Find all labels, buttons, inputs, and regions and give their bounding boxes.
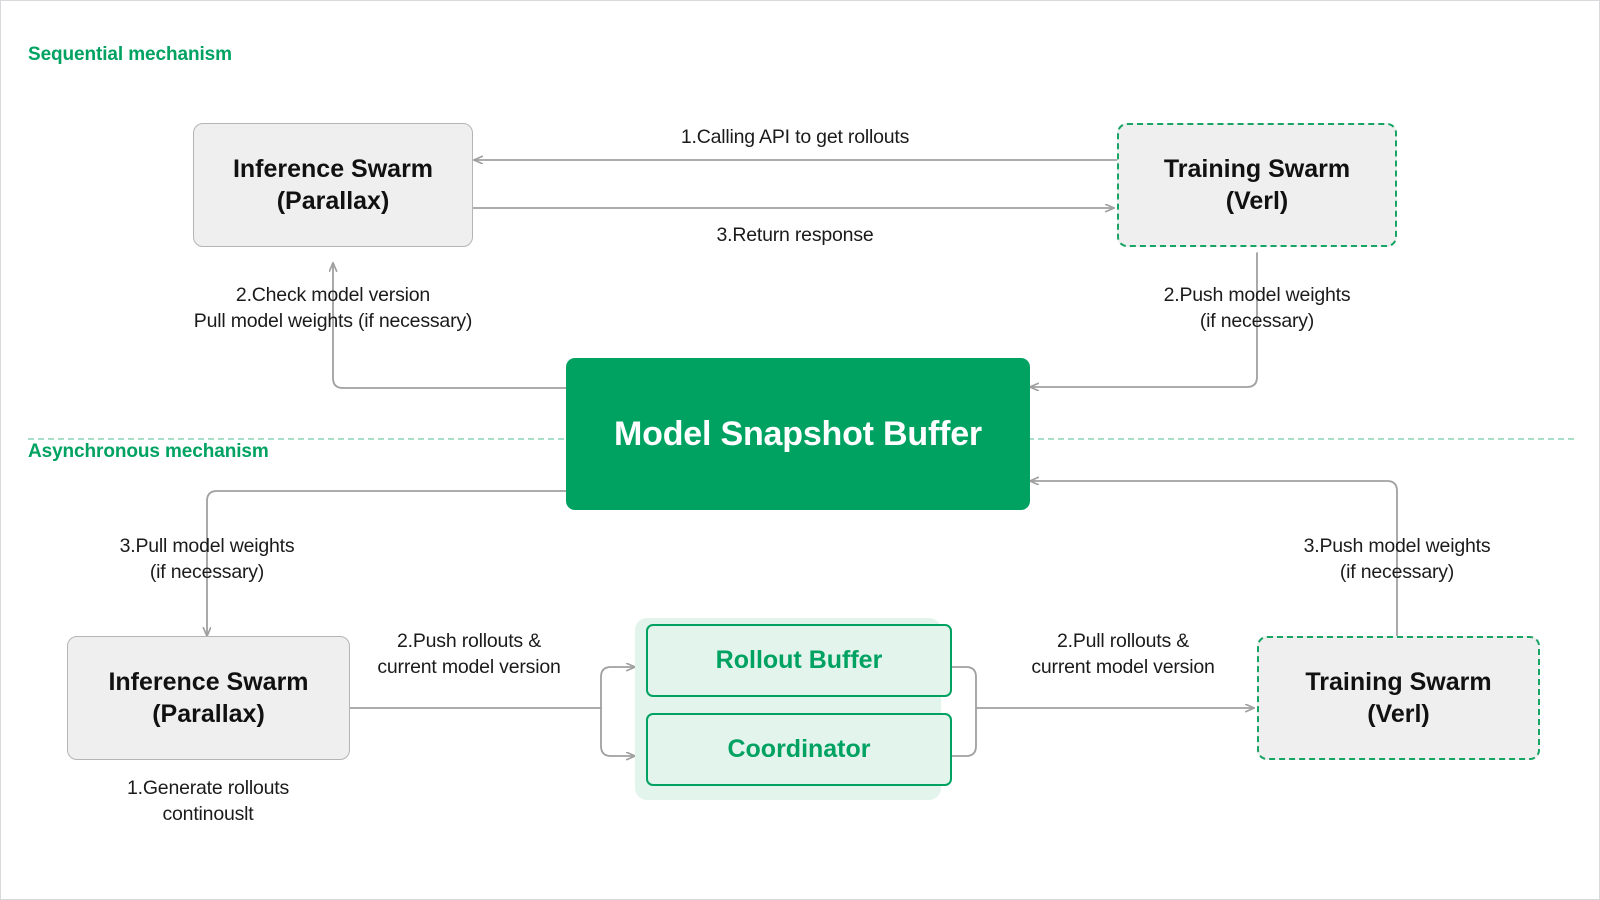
node-training-swarm-sequential[interactable]: Training Swarm (Verl) xyxy=(1117,123,1397,247)
node-training-swarm-sequential-line2: (Verl) xyxy=(1225,187,1289,215)
edge-label-check-model-version: 2.Check model version Pull model weights… xyxy=(193,284,473,332)
node-model-snapshot-buffer-label: Model Snapshot Buffer xyxy=(614,414,982,453)
edge-label-calling-api: 1.Calling API to get rollouts xyxy=(680,126,910,148)
edge-label-push-model-weights-top: 2.Push model weights (if necessary) xyxy=(1163,284,1351,332)
section-title-asynchronous: Asynchronous mechanism xyxy=(28,441,269,462)
edge-label-pull-rollouts: 2.Pull rollouts & current model version xyxy=(1031,630,1215,678)
node-model-snapshot-buffer[interactable]: Model Snapshot Buffer xyxy=(566,358,1030,510)
node-rollout-buffer[interactable]: Rollout Buffer xyxy=(646,624,952,697)
node-training-swarm-sequential-line1: Training Swarm xyxy=(1163,155,1351,183)
edge-push-rollouts-to-coordinator xyxy=(600,707,635,756)
node-training-swarm-async-line1: Training Swarm xyxy=(1305,668,1492,696)
edge-label-push-rollouts: 2.Push rollouts & current model version xyxy=(377,630,561,678)
edge-push-rollouts-to-rollout-buffer xyxy=(600,667,635,709)
node-inference-swarm-sequential-line1: Inference Swarm xyxy=(232,155,434,183)
node-inference-swarm-async[interactable]: Inference Swarm (Parallax) xyxy=(67,636,350,760)
node-training-swarm-async[interactable]: Training Swarm (Verl) xyxy=(1257,636,1540,760)
node-coordinator[interactable]: Coordinator xyxy=(646,713,952,786)
node-coordinator-label: Coordinator xyxy=(727,735,871,763)
node-rollout-buffer-label: Rollout Buffer xyxy=(715,646,883,674)
node-inference-swarm-async-line2: (Parallax) xyxy=(152,700,265,728)
edge-label-generate-rollouts: 1.Generate rollouts continouslt xyxy=(126,777,290,825)
node-inference-swarm-sequential[interactable]: Inference Swarm (Parallax) xyxy=(193,123,473,247)
edge-label-return-response: 3.Return response xyxy=(716,224,874,246)
node-inference-swarm-sequential-line2: (Parallax) xyxy=(276,187,390,215)
section-title-sequential: Sequential mechanism xyxy=(28,44,232,65)
edge-label-push-model-weights-bottom: 3.Push model weights (if necessary) xyxy=(1303,535,1491,583)
node-training-swarm-async-line2: (Verl) xyxy=(1367,700,1430,728)
edge-label-pull-model-weights-bottom: 3.Pull model weights (if necessary) xyxy=(119,535,295,583)
node-inference-swarm-async-line1: Inference Swarm xyxy=(108,668,309,696)
